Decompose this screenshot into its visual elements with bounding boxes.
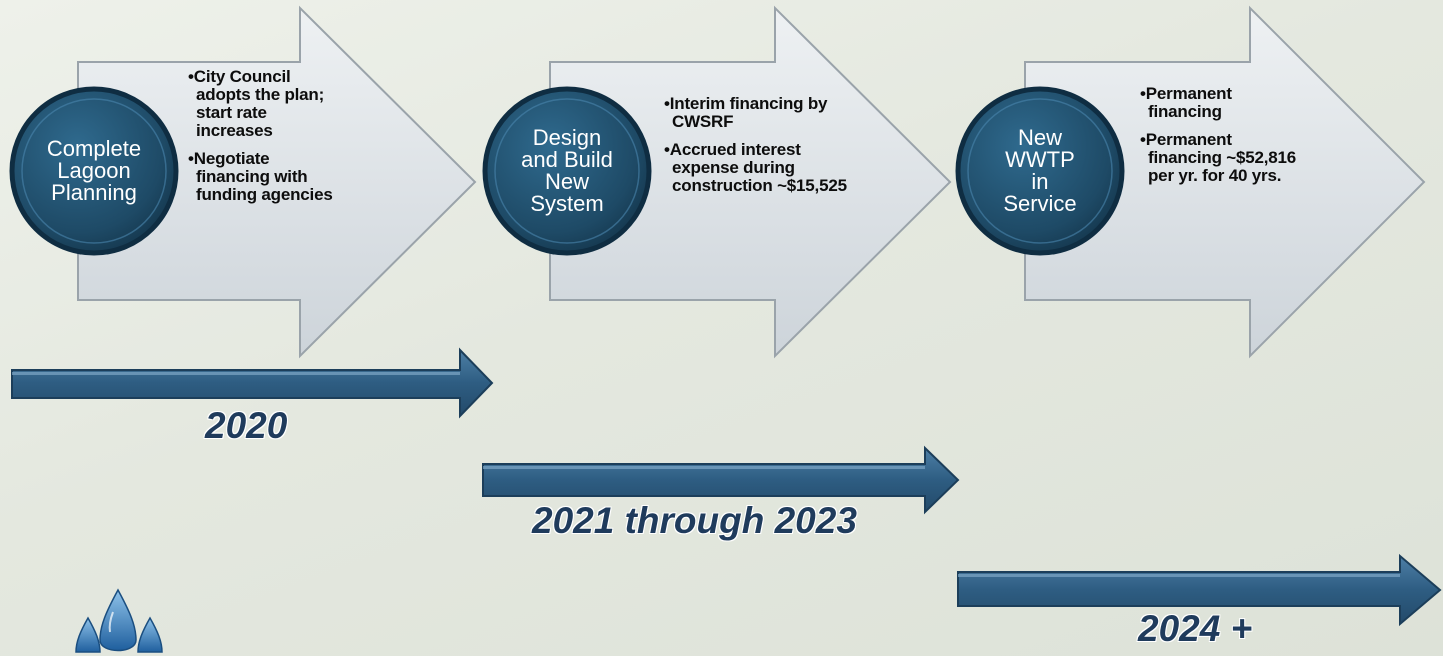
stage-3-circle — [955, 86, 1125, 256]
timeline-arrow-2021-2023 — [482, 445, 960, 515]
stage-1-circle — [9, 86, 179, 256]
stage-1-title: Complete Lagoon Planning — [46, 136, 142, 205]
stage-2-bullets: Interim financing by CWSRF Accrued inter… — [664, 95, 849, 205]
stage-3-title: New WWTP in Service — [1003, 125, 1077, 216]
stage-3-bullet-1: Permanent financing — [1140, 85, 1273, 121]
stage-3-bullets: Permanent financing Permanent financing … — [1140, 85, 1300, 195]
stage-1-bullet-1: City Council adopts the plan; start rate… — [188, 68, 338, 140]
stage-1-bullet-2: Negotiate financing with funding agencie… — [188, 150, 338, 204]
timeline-label-2021-2023: 2021 through 2023 — [532, 500, 857, 541]
timeline-arrow-2024 — [957, 553, 1442, 627]
stage-2-bullet-2: Accrued interest expense during construc… — [664, 141, 847, 195]
timeline-arrow-2020 — [11, 347, 494, 419]
stage-2-title: Design and Build New System — [521, 125, 613, 216]
stage-3-bullet-2: Permanent financing ~$52,816 per yr. for… — [1140, 131, 1298, 185]
stage-2-bullet-1: Interim financing by CWSRF — [664, 95, 849, 131]
timeline-label-2024: 2024 + — [1138, 608, 1253, 649]
stage-2-circle — [482, 86, 652, 256]
water-drops-icon — [75, 588, 163, 653]
timeline-label-2020: 2020 — [205, 405, 288, 446]
stage-1-bullets: City Council adopts the plan; start rate… — [188, 68, 338, 214]
